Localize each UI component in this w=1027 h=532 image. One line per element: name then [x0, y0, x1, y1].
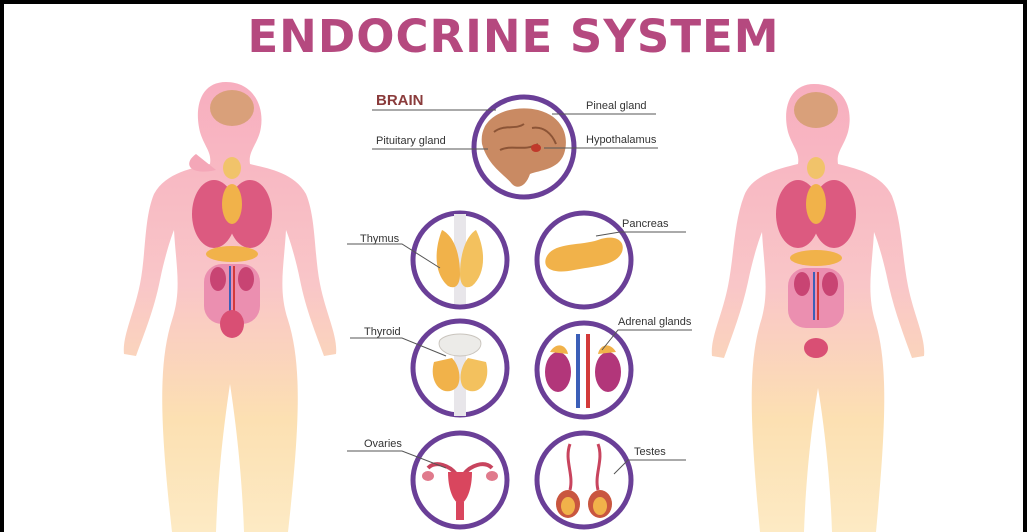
testes-circle	[537, 433, 631, 527]
pancreas-label: Pancreas	[622, 218, 668, 230]
female-pancreas-organ	[206, 246, 258, 262]
diagram-frame: ENDOCRINE SYSTEM BRAIN Pineal gland Pitu…	[4, 4, 1023, 532]
male-thymus-organ	[806, 184, 826, 224]
male-thyroid-organ	[807, 157, 825, 179]
thyroid-circle	[413, 321, 507, 416]
female-thyroid-organ	[223, 157, 241, 179]
right-ovary	[486, 471, 498, 481]
male-body-figure	[712, 84, 924, 532]
pancreas-circle	[537, 213, 631, 307]
larynx-illustration	[439, 334, 481, 356]
male-pancreas-organ	[790, 250, 842, 266]
illustration-layer	[4, 4, 1023, 532]
pineal-gland-label: Pineal gland	[586, 100, 647, 112]
female-uterus-organ	[220, 310, 244, 338]
female-body-figure	[124, 82, 336, 532]
male-left-kidney-organ	[794, 272, 810, 296]
hypothalamus-marker	[531, 144, 541, 152]
pituitary-gland-label: Pituitary gland	[376, 135, 446, 147]
left-kidney-illustration	[545, 352, 571, 392]
testes-label: Testes	[634, 446, 666, 458]
right-testis-inner	[593, 497, 607, 515]
male-brain-organ	[794, 92, 838, 128]
adrenal-glands-label: Adrenal glands	[618, 316, 691, 328]
page-title: ENDOCRINE SYSTEM	[4, 10, 1023, 63]
cervix-illustration	[456, 502, 464, 520]
female-thymus-organ	[222, 184, 242, 224]
thymus-label: Thymus	[360, 233, 399, 245]
female-brain-organ	[210, 90, 254, 126]
left-testis-inner	[561, 497, 575, 515]
brain-heading: BRAIN	[376, 92, 424, 109]
brain-circle	[474, 97, 574, 197]
adrenal-circle	[537, 323, 631, 417]
left-ovary	[422, 471, 434, 481]
right-kidney-illustration	[595, 352, 621, 392]
male-right-kidney-organ	[822, 272, 838, 296]
male-testes-organ	[804, 338, 828, 358]
thyroid-label: Thyroid	[364, 326, 401, 338]
testes-circle-ring	[537, 433, 631, 527]
female-left-kidney-organ	[210, 267, 226, 291]
ovaries-label: Ovaries	[364, 438, 402, 450]
hypothalamus-label: Hypothalamus	[586, 134, 656, 146]
female-right-kidney-organ	[238, 267, 254, 291]
ovaries-circle	[413, 433, 507, 527]
